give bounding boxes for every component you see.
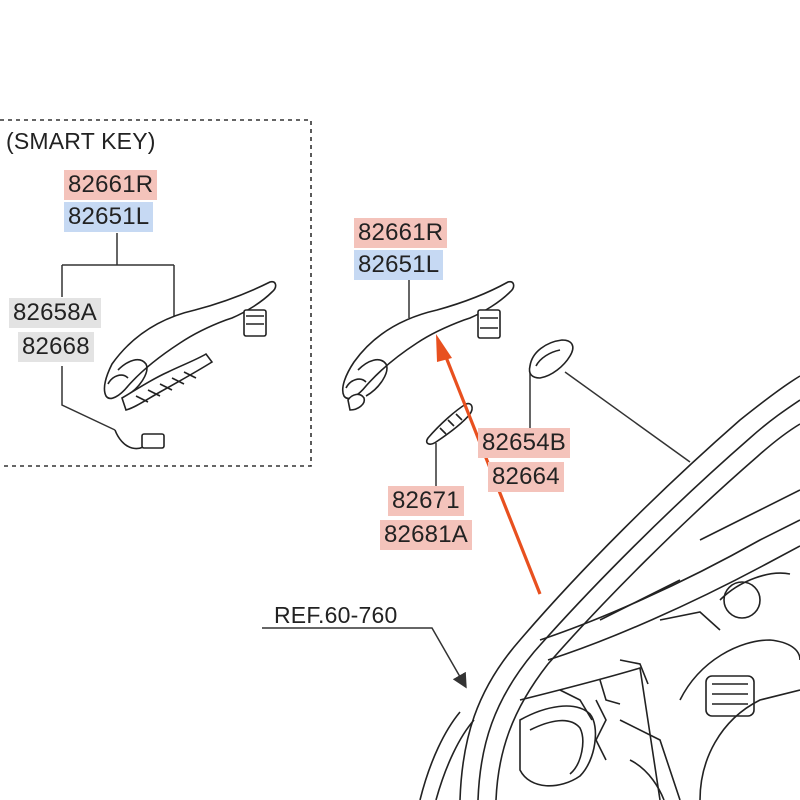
ref-label[interactable]: REF.60-760 — [274, 602, 398, 628]
part-label-82651l[interactable]: 82651L — [354, 250, 444, 280]
part-label-82681a[interactable]: 82681A — [380, 520, 472, 550]
main-leader-lines — [408, 280, 691, 490]
smart-key-group-box — [0, 119, 312, 467]
part-label-82661r-smart[interactable]: 82661R — [64, 170, 158, 200]
part-label-82671[interactable]: 82671 — [388, 486, 464, 516]
ref-leader — [262, 627, 467, 689]
handle-cover-icon — [528, 339, 574, 379]
part-label-82661r[interactable]: 82661R — [354, 218, 448, 248]
part-label-82658a[interactable]: 82658A — [9, 298, 101, 328]
part-label-82651l-smart[interactable]: 82651L — [64, 202, 154, 232]
smart-key-group-title: (SMART KEY) — [6, 128, 156, 154]
part-label-82668[interactable]: 82668 — [18, 332, 94, 362]
part-label-82664[interactable]: 82664 — [488, 462, 564, 492]
smart-key-handle-icon — [103, 280, 277, 450]
door-panel-icon — [419, 375, 800, 800]
part-label-82654b[interactable]: 82654B — [478, 428, 570, 458]
outside-handle-icon — [341, 280, 515, 411]
smart-key-leader-lines — [61, 233, 175, 431]
